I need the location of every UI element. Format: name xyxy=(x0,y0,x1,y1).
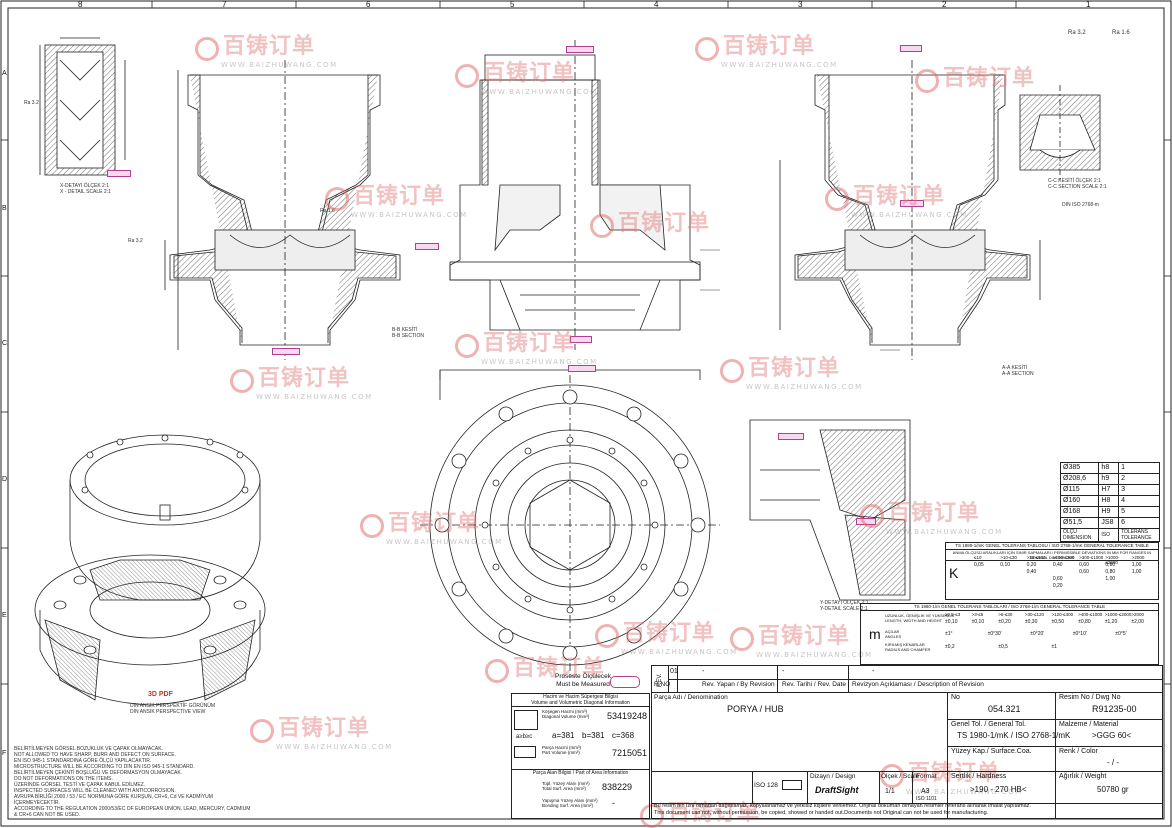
a-section-label: A-A KESİTİ A-A SECTION xyxy=(1002,365,1034,377)
volume-info-block: Hacim ve Hacim Süpergesi Bilgisi Volume … xyxy=(511,693,650,819)
grid-col-label: 7 xyxy=(222,0,227,9)
dim-tag xyxy=(415,243,439,250)
surface-symbol: Ra 1.6 xyxy=(1112,30,1130,36)
grid-col-label: 8 xyxy=(78,0,83,9)
dim-tag xyxy=(900,45,922,52)
part-volume-icon xyxy=(514,746,536,758)
perspective-note: DIN ANSIK PERSPEKTİF GÖRÜNÜM DIN ANSIK P… xyxy=(130,703,216,715)
surface-symbol: Ra 3.2 xyxy=(128,238,143,244)
grid-row-label: F xyxy=(2,750,7,757)
surface-symbol: Ra 1.6 xyxy=(320,208,335,214)
grid-row-label: A xyxy=(2,70,7,77)
surface-symbol: Ra 3.2 xyxy=(24,100,39,106)
dim-tag xyxy=(778,433,804,440)
grid-col-label: 3 xyxy=(798,0,803,9)
grid-row-label: E xyxy=(2,612,7,619)
x-detail-label: X-DETAYI ÖLÇEK 2:1 X - DETAIL SCALE 2:1 xyxy=(60,183,111,195)
dim-tag xyxy=(566,46,594,53)
c-section-label: C-C KESİTİ ÖLÇEK 2:1 C-C SECTION SCALE 2… xyxy=(1048,178,1107,190)
design-logo: DraftSight xyxy=(815,785,859,795)
grid-col-label: 5 xyxy=(510,0,515,9)
3d-pdf-label: 3D PDF xyxy=(148,691,173,698)
grid-col-label: 4 xyxy=(654,0,659,9)
dim-tag xyxy=(568,365,596,372)
grid-row-label: C xyxy=(2,340,8,347)
dim-tag xyxy=(856,518,876,525)
tolerance-table-1: TS 1980-1/mK GENEL TOLERANS TABLOSU / IS… xyxy=(945,542,1159,600)
title-block: REV. 01 - - - R.NO Rev. Yapan / By Revis… xyxy=(651,665,1163,819)
dim-tag xyxy=(900,200,924,207)
general-notes: BELİRTİLMEYEN GÖRSEL BOZUKLUK VE ÇAPAK O… xyxy=(14,746,251,818)
b-section-label: B-B KESİTİ B-B SECTION xyxy=(392,327,424,339)
part-name: PORYA / HUB xyxy=(727,704,784,714)
iso-spec: DIN ISO 2768-m xyxy=(1062,202,1099,208)
grid-row-label: B xyxy=(2,205,7,212)
projection-symbol-icon xyxy=(782,780,802,790)
dim-tag xyxy=(272,348,300,355)
dim-tag xyxy=(570,336,592,343)
measure-symbol-icon xyxy=(610,676,640,688)
grid-col-label: 6 xyxy=(366,0,371,9)
dim-tag xyxy=(107,170,131,177)
grid-row-label: D xyxy=(2,476,8,483)
box-volume-icon xyxy=(514,710,538,730)
tolerance-table-2: TS 1980-1/m GENEL TOLERANS TABLOLARI / I… xyxy=(860,603,1159,665)
surface-symbol: Ra 3.2 xyxy=(1068,30,1086,36)
grid-col-label: 2 xyxy=(942,0,947,9)
process-measure-note: Proseste Ölçülecek Must be Measured xyxy=(555,673,611,688)
grid-col-label: 1 xyxy=(1086,0,1091,9)
